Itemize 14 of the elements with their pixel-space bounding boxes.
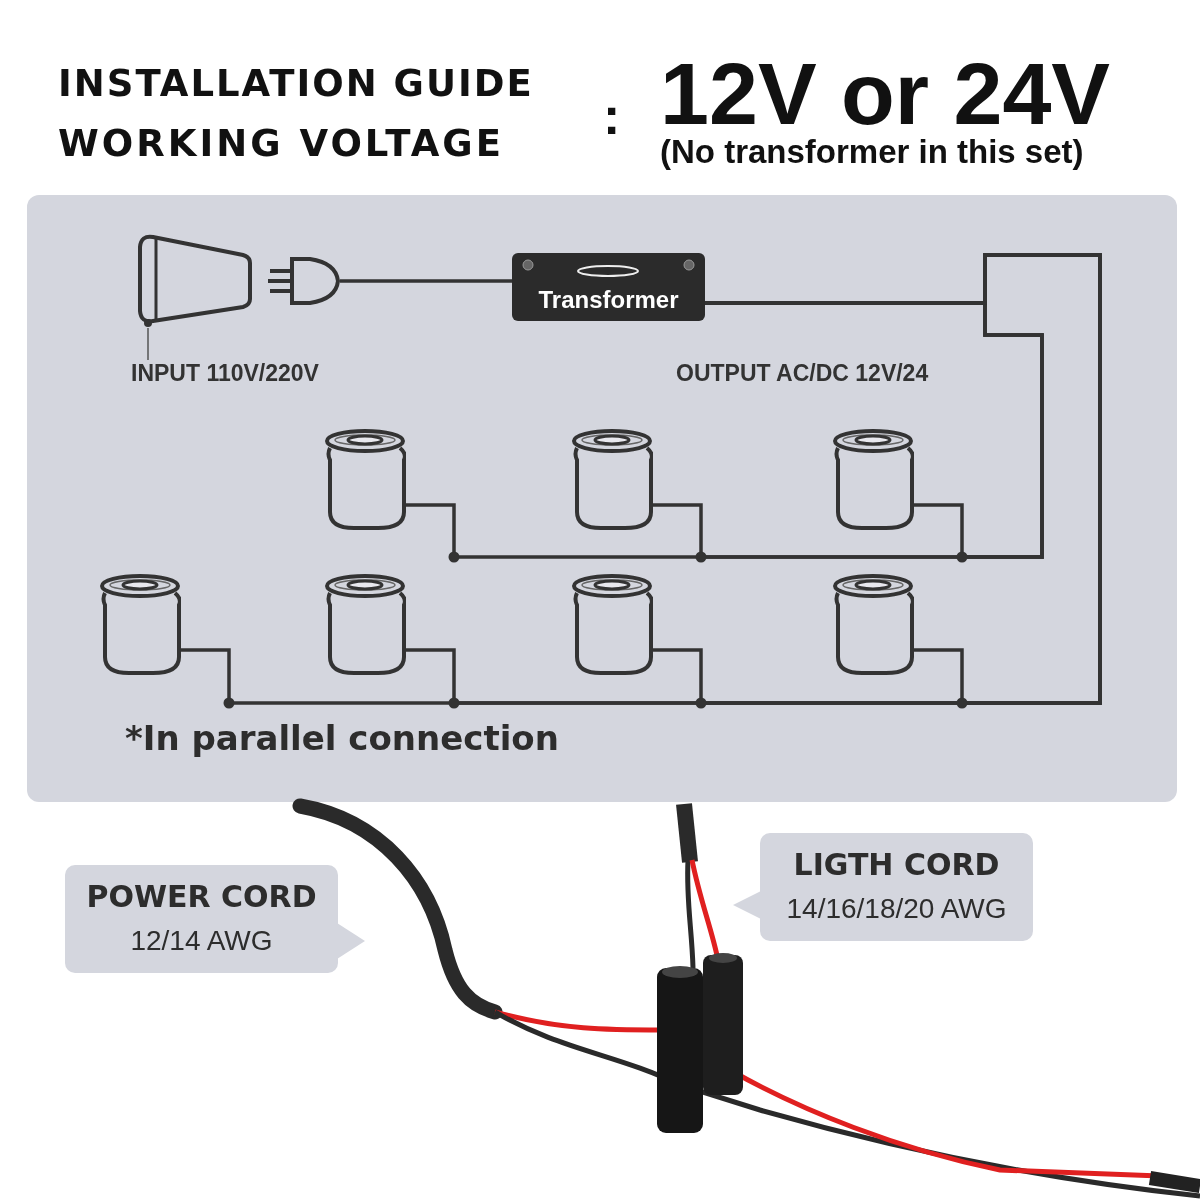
output-voltage-label: OUTPUT AC/DC 12V/24 — [676, 360, 929, 387]
guide-title: INSTALLATION GUIDE — [58, 62, 534, 105]
colon-separator: : — [603, 86, 621, 146]
input-voltage-label: INPUT 110V/220V — [131, 360, 319, 387]
transformer-label: Transformer — [537, 286, 680, 314]
wire-gauge-text: 14/16/18/20 AWG — [785, 893, 1008, 925]
callout-title: POWER CORD — [85, 879, 318, 914]
leader-line — [147, 327, 149, 361]
transformer-box — [512, 253, 705, 321]
wire — [340, 279, 512, 283]
callout-title: LIGTH CORD — [792, 847, 1001, 882]
connection-note: *In parallel connection — [125, 718, 559, 758]
wire-gauge-text: 12/14 AWG — [129, 925, 274, 957]
voltage-heading: WORKING VOLTAGE — [58, 122, 504, 165]
